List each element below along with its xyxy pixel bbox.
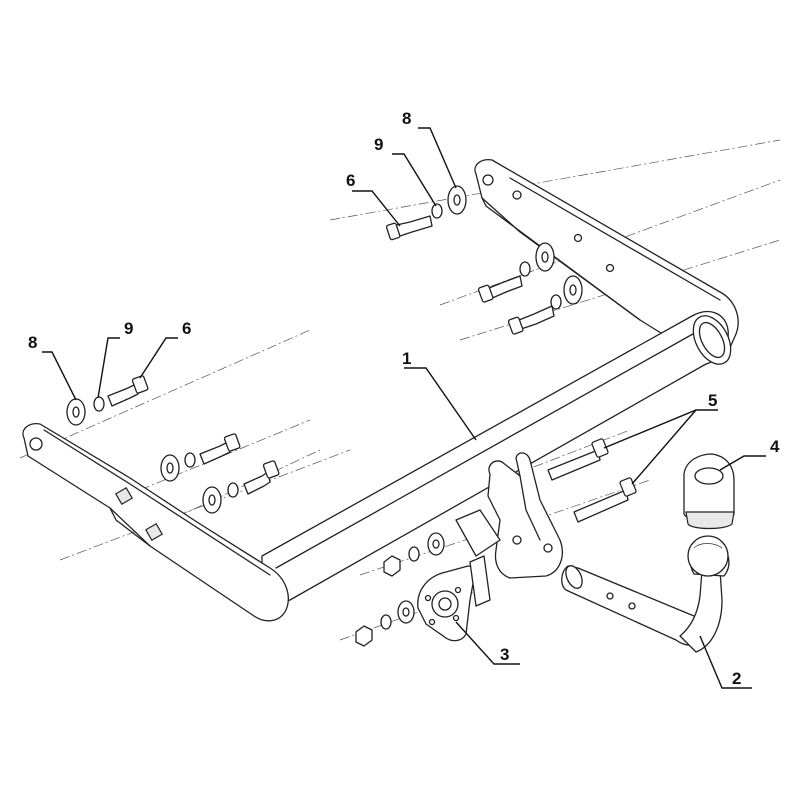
washer-9-top [431,203,443,219]
center-mounting-bracket [455,452,563,579]
bolt-6-left [107,375,149,407]
callout-6-top: 6 [346,171,355,190]
hardware-top-right [385,185,583,335]
washer-8-top [447,185,467,215]
callout-labels: 1 2 3 4 5 6 9 8 8 9 6 [28,109,780,688]
hardware-center [355,532,445,647]
callout-9-left: 9 [124,319,133,338]
washer-9-left [93,396,105,412]
right-side-bracket [474,159,739,357]
left-side-bracket [22,423,289,622]
callout-2: 2 [732,669,741,688]
cross-beam [261,311,732,603]
callout-1: 1 [402,349,411,368]
callout-4: 4 [770,437,780,456]
tow-ball-neck [561,535,730,653]
bolt-6-top [385,215,433,241]
callout-9-top: 9 [374,135,383,154]
hardware-left [66,375,280,514]
ball-cover [683,453,735,530]
callout-6-left: 6 [182,319,191,338]
callout-8-top: 8 [402,109,411,128]
leader-lines [42,127,766,689]
washer-8-left [66,398,86,426]
callout-5: 5 [708,391,717,410]
socket-plate [417,555,491,642]
callout-8-left: 8 [28,333,37,352]
callout-3: 3 [500,645,509,664]
bolts-5 [547,438,637,523]
